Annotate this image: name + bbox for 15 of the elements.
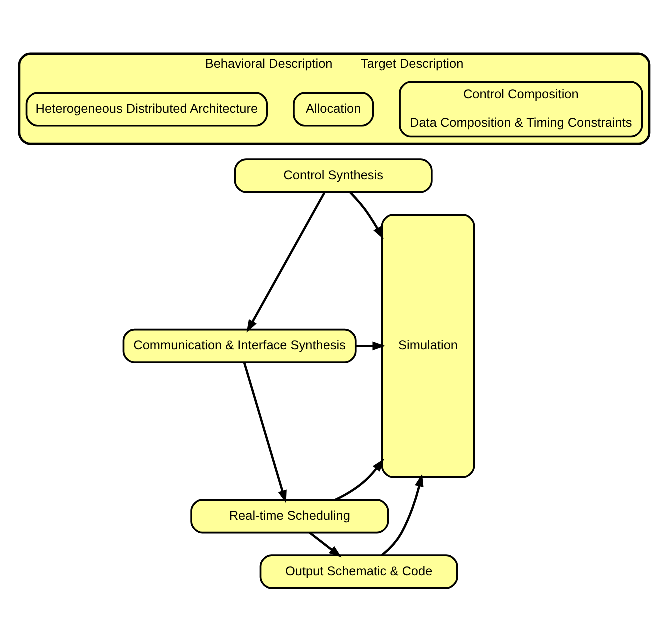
arrow xyxy=(350,192,384,240)
arrow xyxy=(243,362,287,504)
node-box: Control Synthesis xyxy=(234,158,433,194)
arrow xyxy=(381,474,424,556)
arrow xyxy=(246,192,326,333)
arrow xyxy=(335,459,384,501)
arrow xyxy=(356,342,386,351)
node-box: Allocation xyxy=(293,92,374,127)
node-box: Real-time Scheduling xyxy=(190,499,390,534)
node-box: Control Composition Data Composition & Timing Constraints xyxy=(399,81,644,138)
node-box: Output Schematic & Code xyxy=(260,554,458,590)
node-box: Communication & Interface Synthesis xyxy=(122,328,357,364)
arrow xyxy=(309,532,342,558)
node-box: Heterogeneous Distributed Architecture xyxy=(26,92,268,127)
node-box: Simulation xyxy=(381,214,476,478)
